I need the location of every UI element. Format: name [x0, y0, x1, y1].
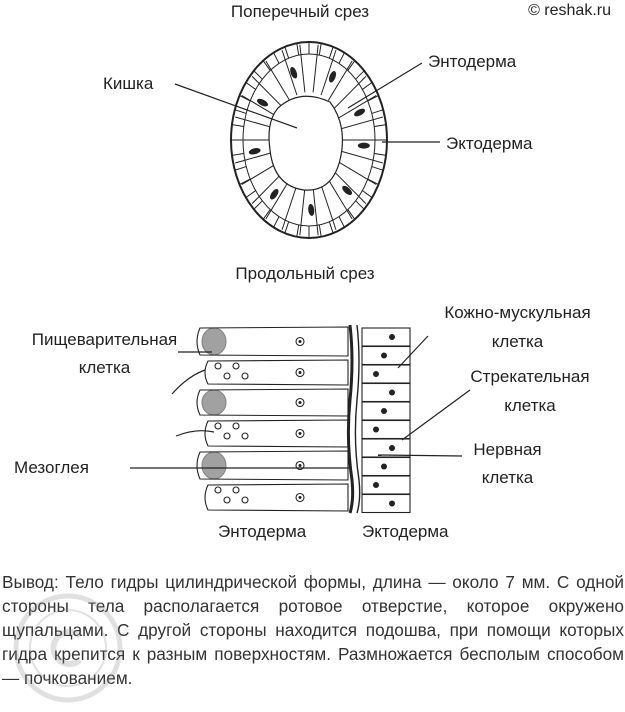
- dark-cell: [257, 98, 268, 107]
- gut-cavity: [268, 95, 343, 191]
- leader-skin-muscle-cell: [397, 335, 429, 369]
- label-stinging-line2: клетка: [504, 396, 556, 415]
- leader-nerve-cell: [377, 454, 463, 457]
- mesoglea-layer: [346, 324, 355, 514]
- label-ectoderm-long: Эктодерма: [362, 522, 449, 541]
- dark-cell: [357, 142, 370, 149]
- cell-rays: [231, 42, 387, 238]
- watermark: © reshak.ru: [528, 2, 611, 19]
- leader-endoderm: [347, 62, 423, 109]
- dark-cell: [290, 67, 298, 79]
- hydra-diagram: [130, 41, 471, 514]
- dark-cell: [342, 185, 353, 196]
- dark-cell: [329, 71, 337, 83]
- nerve-cells-cross: [248, 67, 370, 216]
- dark-cell: [308, 203, 315, 216]
- label-ectoderm-cross: Эктодерма: [446, 134, 533, 153]
- label-nerve-line1: Нервная: [473, 440, 542, 459]
- long-section-title: Продольный срез: [235, 264, 375, 283]
- ectoderm-cells: [361, 327, 411, 514]
- longitudinal-section-figure: [171, 324, 411, 514]
- cross-section-title: Поперечный срез: [230, 2, 370, 21]
- label-gut: Кишка: [103, 74, 154, 93]
- label-digestive-cell-line2: клетка: [78, 358, 131, 377]
- label-endoderm-cross: Энтодерма: [428, 52, 517, 71]
- label-skin-muscle-line2: клетка: [491, 332, 544, 351]
- dark-cell: [248, 148, 261, 155]
- label-nerve-line2: клетка: [481, 468, 534, 487]
- label-mesoglea: Мезоглея: [14, 458, 89, 477]
- flagellum-2: [175, 430, 215, 437]
- dark-cell: [354, 108, 366, 117]
- conclusion-text: Вывод: Тело гидры цилиндрической формы, …: [2, 572, 624, 688]
- label-skin-muscle-line1: Кожно-мускульная: [444, 303, 591, 322]
- leader-stinging-cell: [401, 389, 471, 441]
- label-digestive-cell-line1: Пищеварительная: [31, 330, 178, 349]
- endoderm-cells: [196, 326, 349, 512]
- flagellum-1: [171, 369, 206, 395]
- leader-gut: [174, 83, 298, 129]
- label-stinging-line1: Стрекательная: [470, 367, 590, 386]
- label-endoderm-long: Энтодерма: [218, 522, 307, 541]
- dark-cell: [270, 189, 279, 200]
- cross-section-figure: [230, 41, 388, 239]
